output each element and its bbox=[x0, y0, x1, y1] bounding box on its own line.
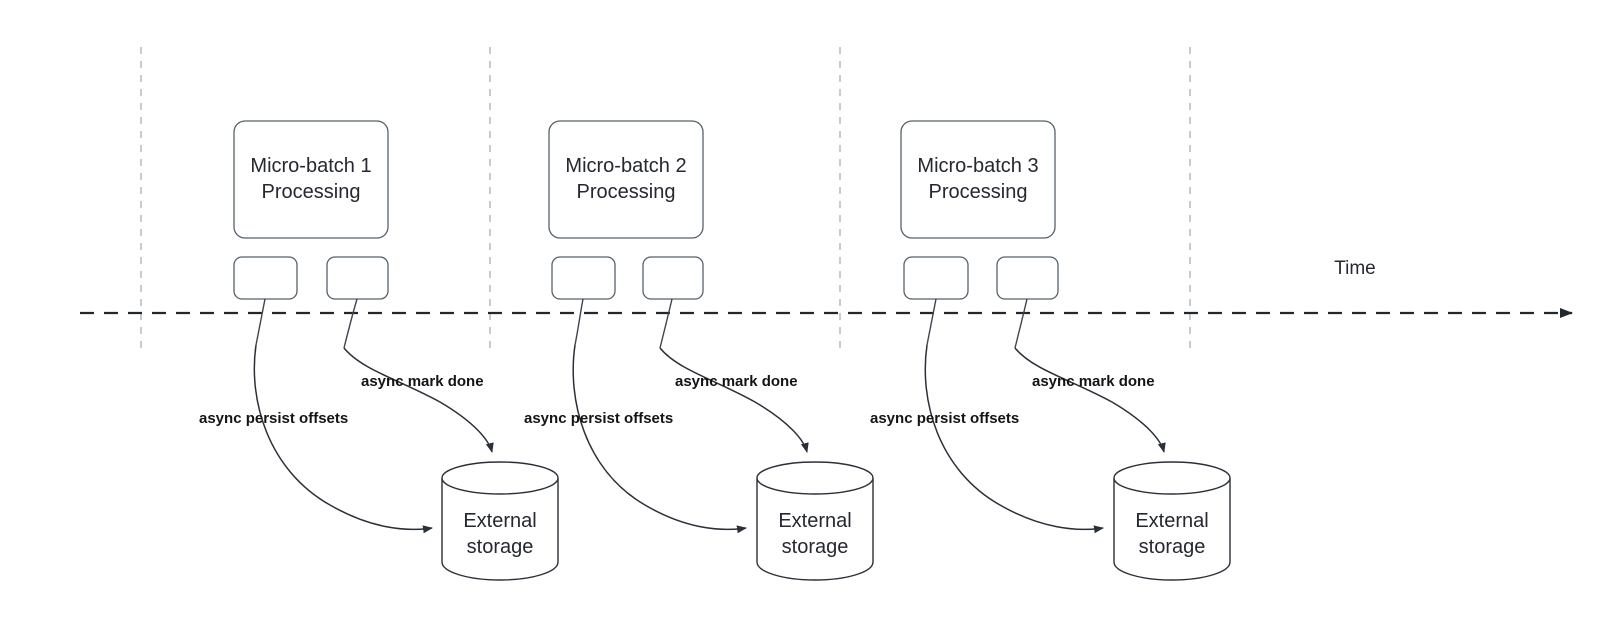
micro-batch-1-mark-done-connector bbox=[343, 298, 358, 349]
external-storage-1-label-line2: storage bbox=[467, 536, 534, 558]
micro-batch-3-persist-offsets-label: async persist offsets bbox=[870, 410, 1019, 427]
micro-batch-2-mark-done-arrow bbox=[659, 347, 809, 453]
micro-batch-2-label-line2: Processing bbox=[577, 181, 676, 203]
timeline-tick-group bbox=[140, 47, 1191, 352]
micro-batch-3-persist-offsets-arrow bbox=[924, 344, 1104, 534]
micro-batch-1-mark-done-label: async mark done bbox=[361, 373, 484, 390]
micro-batch-3-persist-offsets-task-box[interactable] bbox=[903, 256, 969, 300]
micro-batch-1-persist-offsets-arrow bbox=[253, 344, 433, 534]
micro-batch-1-label-line1: Micro-batch 1 bbox=[250, 155, 371, 177]
micro-batch-1-mark-done-arrow bbox=[343, 347, 494, 453]
micro-batch-1-label-line2: Processing bbox=[262, 181, 361, 203]
micro-batch-group-2: Micro-batch 2 Processing async persist o… bbox=[524, 120, 874, 581]
micro-batch-2-persist-connector bbox=[574, 298, 584, 346]
micro-batch-2-mark-done-task-box[interactable] bbox=[642, 256, 704, 300]
micro-batch-1-persist-offsets-task-box[interactable] bbox=[233, 256, 298, 300]
micro-batch-3-label-line2: Processing bbox=[929, 181, 1028, 203]
micro-batch-2-mark-done-label: async mark done bbox=[675, 373, 798, 390]
micro-batch-2-label-line1: Micro-batch 2 bbox=[565, 155, 686, 177]
micro-batch-3-persist-connector bbox=[926, 298, 937, 346]
micro-batch-1-persist-offsets-label: async persist offsets bbox=[199, 410, 348, 427]
micro-batch-2-persist-offsets-label: async persist offsets bbox=[524, 410, 673, 427]
micro-batch-1-box[interactable] bbox=[233, 120, 389, 239]
micro-batch-3-mark-done-label: async mark done bbox=[1032, 373, 1155, 390]
micro-batch-1-persist-connector bbox=[255, 298, 266, 346]
micro-batch-2-box[interactable] bbox=[548, 120, 704, 239]
micro-batch-group-3: Micro-batch 3 Processing async persist o… bbox=[870, 120, 1231, 581]
external-storage-2-label-line1: External bbox=[778, 510, 851, 532]
external-storage-cylinder-3[interactable]: External storage bbox=[1113, 461, 1231, 581]
micro-batch-group-1: Micro-batch 1 Processing async persist o… bbox=[199, 120, 559, 581]
external-storage-3-label-line2: storage bbox=[1139, 536, 1206, 558]
micro-batch-1-mark-done-task-box[interactable] bbox=[326, 256, 389, 300]
micro-batch-3-mark-done-task-box[interactable] bbox=[996, 256, 1059, 300]
external-storage-cylinder-1[interactable]: External storage bbox=[441, 461, 559, 581]
external-storage-1-label-line1: External bbox=[463, 510, 536, 532]
micro-batch-3-label-line1: Micro-batch 3 bbox=[917, 155, 1038, 177]
micro-batch-3-mark-done-arrow bbox=[1014, 347, 1166, 453]
micro-batch-2-mark-done-connector bbox=[659, 298, 673, 349]
micro-batch-2-persist-offsets-task-box[interactable] bbox=[551, 256, 616, 300]
time-axis-label: Time bbox=[1334, 258, 1376, 279]
micro-batch-3-mark-done-connector bbox=[1014, 298, 1028, 349]
external-storage-cylinder-2[interactable]: External storage bbox=[756, 461, 874, 581]
micro-batch-3-box[interactable] bbox=[900, 120, 1056, 239]
external-storage-3-label-line1: External bbox=[1135, 510, 1208, 532]
micro-batch-2-persist-offsets-arrow bbox=[572, 344, 747, 534]
external-storage-2-label-line2: storage bbox=[782, 536, 849, 558]
